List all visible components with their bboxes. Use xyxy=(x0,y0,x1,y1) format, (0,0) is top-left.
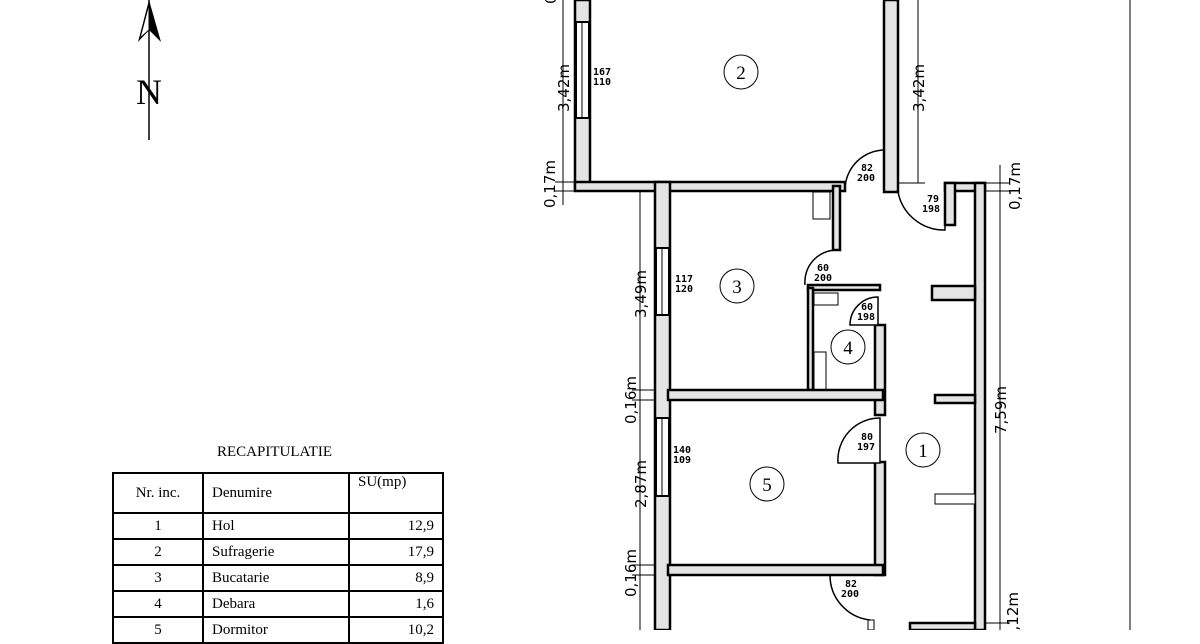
dim-room2-left: 3,42m xyxy=(555,64,573,112)
wall-room4-right xyxy=(873,323,887,417)
window-room3-height: 120 xyxy=(675,284,693,295)
wall-stub-3 xyxy=(934,493,976,505)
door-room3-swing xyxy=(804,249,838,286)
wall-room3-5 xyxy=(666,388,885,402)
wall-bottom-post xyxy=(867,619,875,630)
cell-denumire: Hol xyxy=(202,512,350,540)
cell-su: 10,2 xyxy=(348,616,444,644)
door-room3-width: 60 xyxy=(817,263,829,274)
wall-room4-left xyxy=(806,286,815,392)
dim-wall-right-bottom: 0,12m xyxy=(1004,592,1022,630)
window-room5-height: 109 xyxy=(673,455,691,466)
cell-denumire: Sufragerie xyxy=(202,538,350,566)
header-denumire: Denumire xyxy=(202,472,350,514)
room-3-marker xyxy=(719,268,755,304)
wall-hall-right xyxy=(973,181,987,630)
room-5-marker xyxy=(749,466,785,502)
window-room5-width: 140 xyxy=(673,445,691,456)
table-header-row: Nr. inc. Denumire SU(mp) xyxy=(112,472,444,514)
header-nr: Nr. inc. xyxy=(112,472,204,514)
door-room5-width: 80 xyxy=(861,432,873,443)
fixture-debara-top xyxy=(813,292,839,306)
cell-su: 12,9 xyxy=(348,512,444,540)
door-room4-swing xyxy=(849,296,879,326)
wall-room3-right xyxy=(831,184,842,252)
dimension-labels: 0 3,42m 0,17m 3,42m 0,17m 3,49m 0,16m 2,… xyxy=(541,0,1024,630)
dim-wall-left-bottom: 0,16m xyxy=(622,549,640,597)
north-arrow-icon: N xyxy=(136,0,162,140)
cell-nr: 4 xyxy=(112,590,204,618)
door-room2-width: 82 xyxy=(861,163,873,174)
cell-su: 8,9 xyxy=(348,564,444,592)
door-entrance-swing xyxy=(897,191,946,231)
header-su: SU(mp) xyxy=(348,472,444,514)
door-room4-height: 198 xyxy=(857,312,875,323)
doors xyxy=(804,149,946,621)
door-room5-swing xyxy=(837,417,881,464)
fixture-debara-side xyxy=(813,351,827,391)
door-entrance-width: 79 xyxy=(927,194,939,205)
floor-plan: N xyxy=(136,0,1131,630)
cell-nr: 5 xyxy=(112,616,204,644)
cell-nr: 3 xyxy=(112,564,204,592)
fixture-kitchen xyxy=(812,191,831,220)
window-room3-width: 117 xyxy=(675,274,693,285)
wall-room2-right xyxy=(882,0,900,194)
opening-labels: 167 110 82 200 79 198 117 120 60 200 60 … xyxy=(593,67,940,600)
door-room4-width: 60 xyxy=(861,302,873,313)
door-bottom-width: 82 xyxy=(845,579,857,590)
wall-room5-right xyxy=(873,460,887,577)
door-room2-swing xyxy=(844,149,886,191)
room-4-number: 4 xyxy=(843,338,853,359)
room-5-number: 5 xyxy=(762,475,772,496)
walls xyxy=(573,0,987,630)
room-3-number: 3 xyxy=(732,277,742,298)
dim-room5-left: 2,87m xyxy=(632,460,650,508)
wall-stub-2 xyxy=(933,393,977,405)
dim-room2-right: 3,42m xyxy=(910,64,928,112)
window-room2-height: 110 xyxy=(593,77,611,88)
cell-denumire: Debara xyxy=(202,590,350,618)
recap-title: RECAPITULATIE xyxy=(217,444,332,460)
door-room5-height: 197 xyxy=(857,442,875,453)
door-entrance-height: 198 xyxy=(922,204,940,215)
dim-wall-left-mid: 0,16m xyxy=(622,376,640,424)
dimension-lines xyxy=(555,0,1010,630)
door-bottom-height: 200 xyxy=(841,589,859,600)
dim-wall-right-top: 0,17m xyxy=(1006,162,1024,210)
wall-bottom xyxy=(908,621,977,630)
dim-room3-left: 3,49m xyxy=(632,270,650,318)
door-room2-height: 200 xyxy=(857,173,875,184)
dim-top-cut: 0 xyxy=(542,0,560,4)
room-markers: 2 3 4 1 5 xyxy=(719,54,941,502)
dim-hall-right: 7,59m xyxy=(992,386,1010,434)
north-label: N xyxy=(136,72,162,112)
room-1-number: 1 xyxy=(918,441,928,462)
cell-su: 17,9 xyxy=(348,538,444,566)
wall-room2-bottom xyxy=(573,180,847,193)
cell-nr: 2 xyxy=(112,538,204,566)
cell-su: 1,6 xyxy=(348,590,444,618)
cell-denumire: Dormitor xyxy=(202,616,350,644)
window-room2-width: 167 xyxy=(593,67,611,78)
room-2-number: 2 xyxy=(736,63,746,84)
room-4-marker xyxy=(830,329,866,365)
wall-room4-top xyxy=(806,283,882,292)
door-bottom-swing xyxy=(829,574,871,621)
wall-stub-1 xyxy=(930,284,977,302)
room-2-marker xyxy=(723,54,759,90)
door-room3-height: 200 xyxy=(814,273,832,284)
cell-denumire: Bucatarie xyxy=(202,564,350,592)
wall-room5-bottom xyxy=(666,563,885,577)
dim-wall-left-top: 0,17m xyxy=(541,160,559,208)
cell-nr: 1 xyxy=(112,512,204,540)
room-1-marker xyxy=(905,432,941,468)
wall-hall-notch xyxy=(943,181,957,227)
